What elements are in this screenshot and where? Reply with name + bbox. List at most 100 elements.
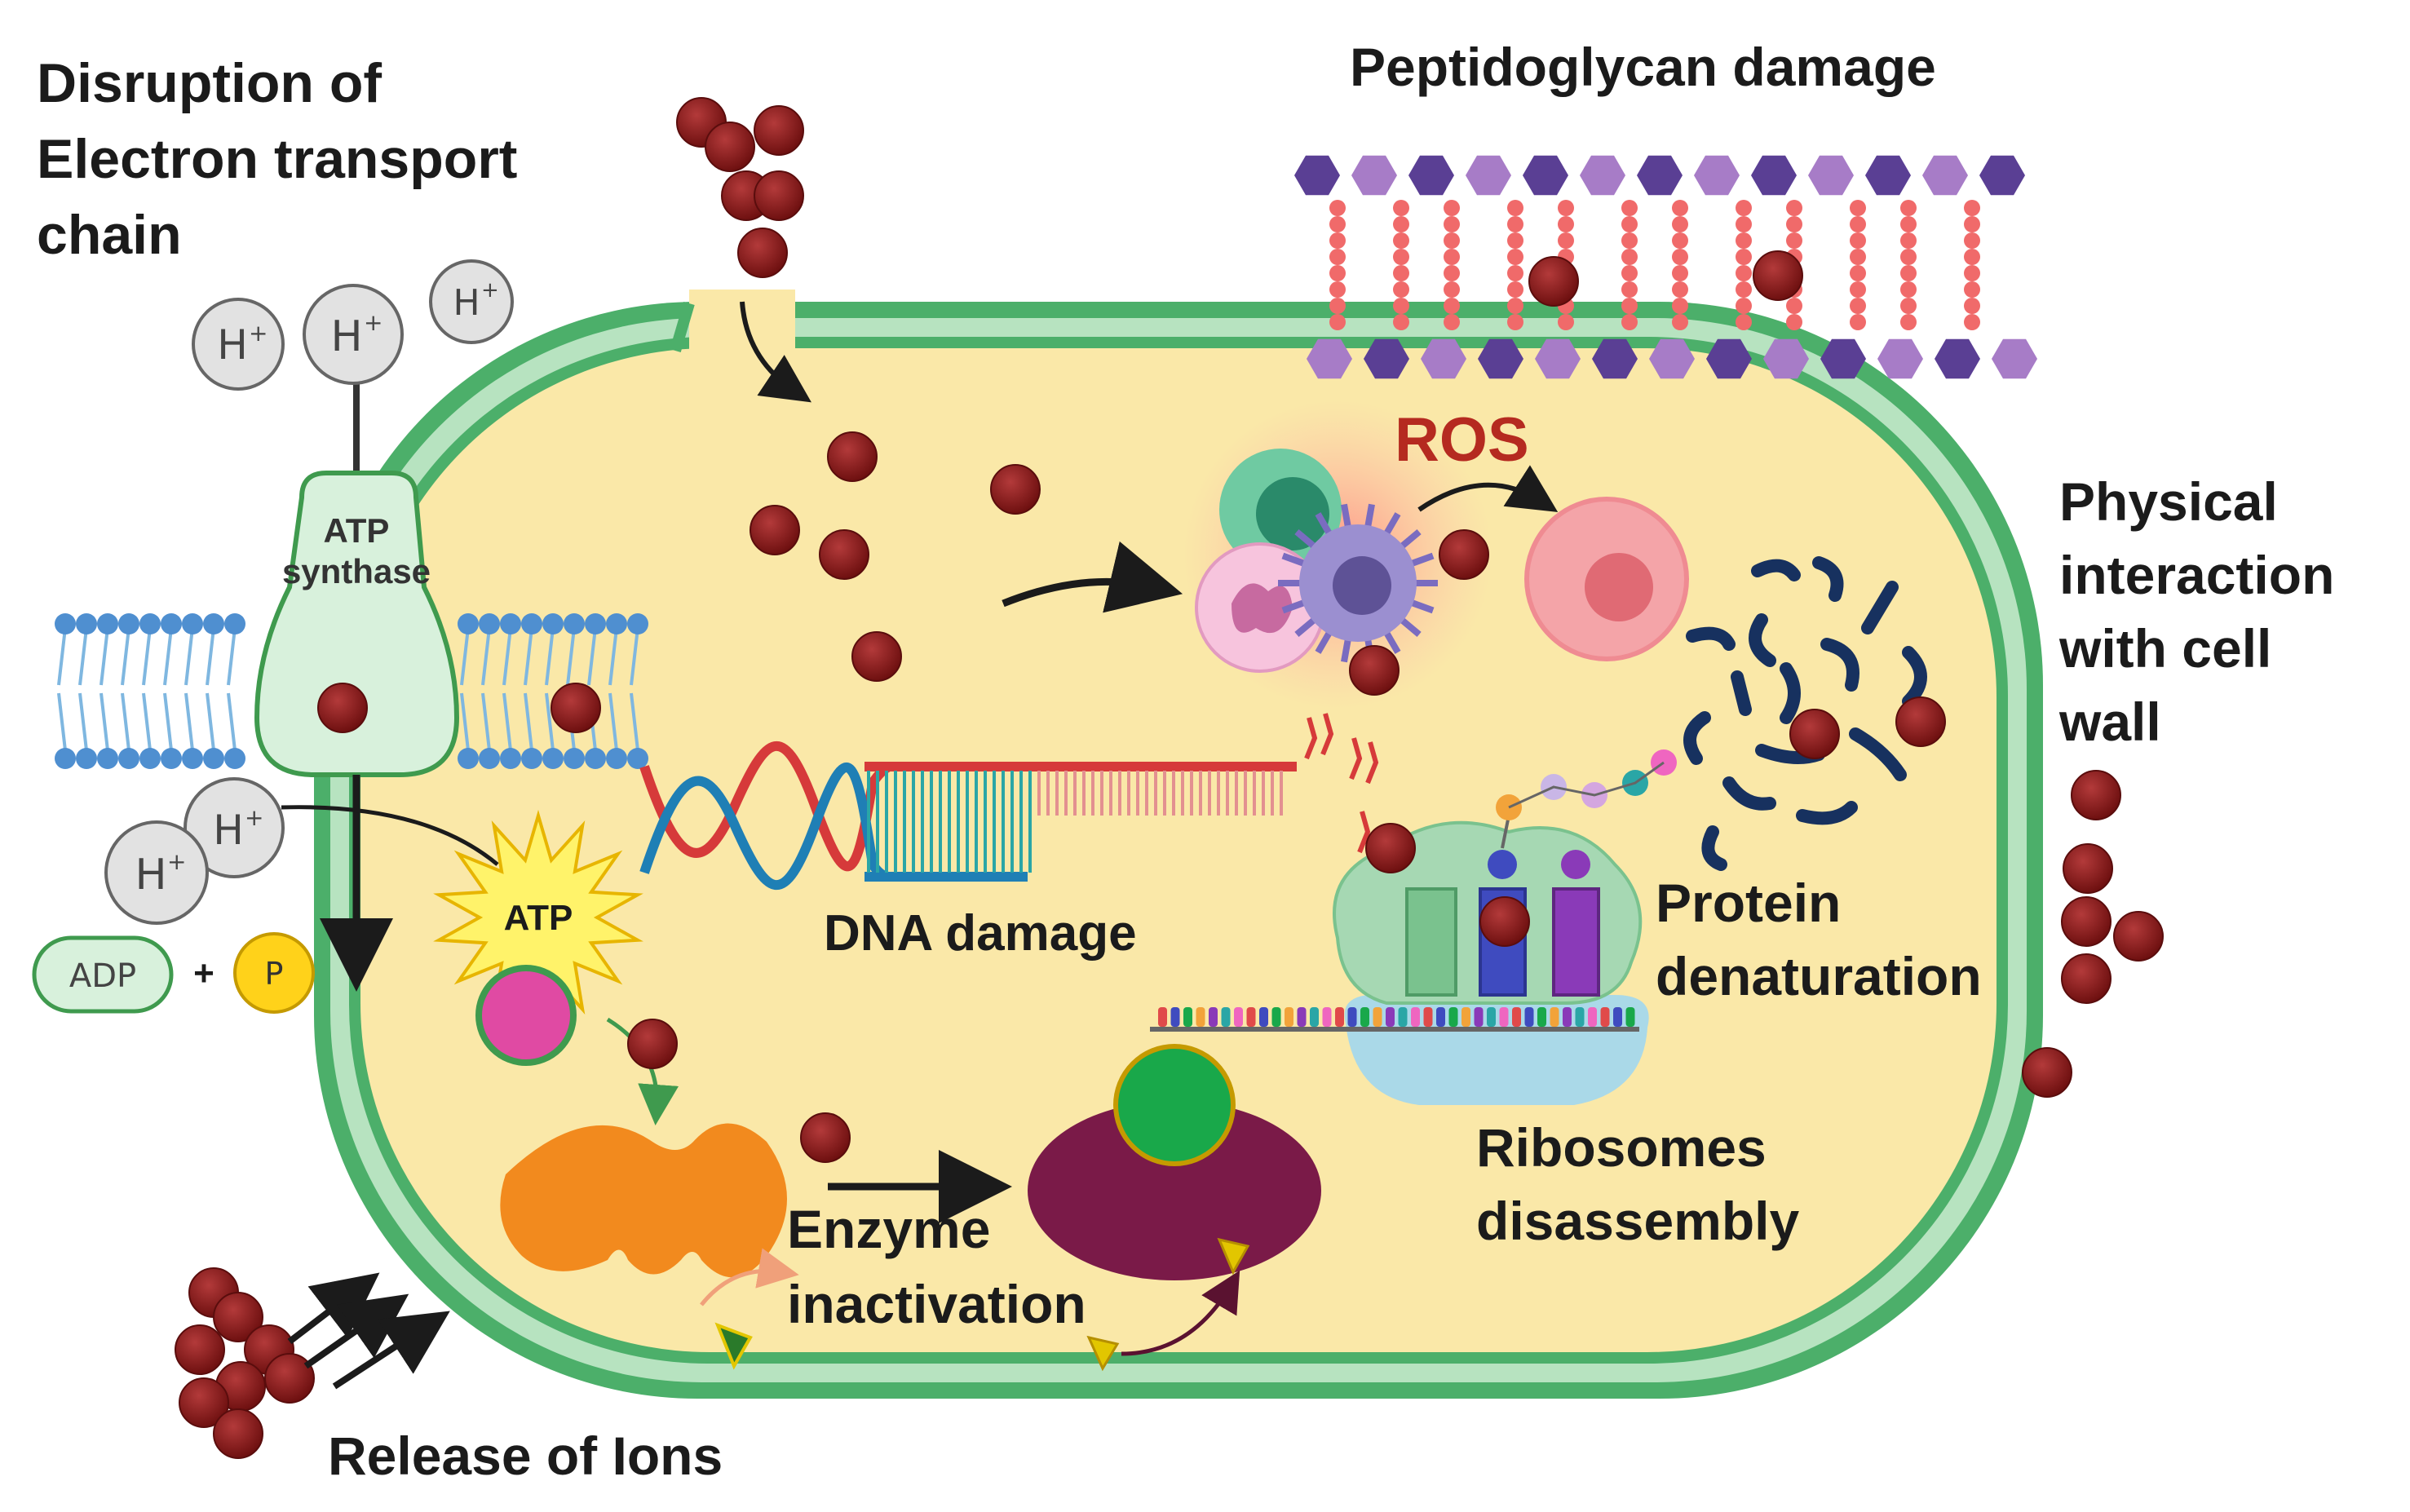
lipid-head — [521, 748, 542, 769]
lipid-tail — [524, 627, 533, 686]
lipid-tail — [587, 627, 597, 686]
spike — [1383, 630, 1401, 654]
inactive-substrate-arrow — [1121, 1270, 1240, 1356]
peptide-link — [1393, 281, 1409, 298]
ribosome-small-subunit — [1344, 994, 1649, 1105]
peptidoglycan-mesh — [1294, 155, 2037, 379]
peptide-link — [1850, 298, 1866, 314]
inactive-enzyme-body — [1028, 1101, 1321, 1280]
peptide-link — [1558, 232, 1574, 249]
peptide-link — [1672, 281, 1688, 298]
peptide-link — [1393, 232, 1409, 249]
lipid-head — [55, 748, 76, 769]
nanoparticle — [750, 505, 800, 555]
peptidoglycan-sugar — [1877, 338, 1923, 379]
nanoparticle — [179, 1377, 229, 1428]
denatured-protein-fragments — [1683, 556, 1927, 871]
peptide-link — [1900, 314, 1917, 330]
lipid-tail — [545, 692, 555, 751]
spike — [1315, 630, 1333, 654]
spike — [1341, 639, 1351, 663]
peptide-link — [1786, 298, 1802, 314]
lipid-tail — [608, 627, 618, 686]
ribosome-label-line-1: Ribosomes — [1476, 1117, 1767, 1178]
lipid-tail — [78, 692, 88, 751]
nanoparticle — [990, 464, 1041, 515]
physical-label-line-2: interaction — [2059, 545, 2334, 605]
peptide-link — [1621, 314, 1638, 330]
peptide-link — [1850, 314, 1866, 330]
codon — [1259, 1007, 1268, 1027]
peptide-link — [1621, 265, 1638, 281]
phosphate-label: P — [265, 956, 284, 992]
peptide-link — [1672, 200, 1688, 216]
phosphate-circle — [233, 932, 315, 1014]
peptide-link — [1900, 298, 1917, 314]
nanoparticle — [754, 170, 804, 221]
codon — [1487, 1007, 1496, 1027]
active-enzyme — [500, 1123, 1012, 1370]
peptide-link — [1900, 200, 1917, 216]
etc-label-line-1: Disruption of — [37, 52, 382, 114]
codon — [1411, 1007, 1420, 1027]
peptidoglycan-sugar — [1478, 338, 1523, 379]
peptide-link — [1900, 232, 1917, 249]
proton-4: H + — [184, 777, 285, 878]
lipid-tail — [57, 692, 67, 751]
peptide-link — [1507, 265, 1523, 281]
codon — [1563, 1007, 1572, 1027]
proton-4-symbol: H — [213, 807, 244, 854]
lipid-tail — [121, 692, 130, 751]
lipid-head — [224, 748, 245, 769]
dna-strand: DNA damage — [639, 713, 1379, 962]
ros-pink-nucleus — [1232, 583, 1293, 634]
inactive-substrate-small — [1086, 1335, 1120, 1372]
peptide-link — [1964, 265, 1980, 281]
nanoparticle — [2061, 896, 2112, 947]
peptide-link — [1329, 232, 1346, 249]
spike — [1383, 512, 1401, 536]
codon — [1625, 1007, 1635, 1027]
peptide-link — [1964, 298, 1980, 314]
dna-helix-blue — [639, 763, 890, 890]
spike — [1410, 599, 1435, 614]
ros-label: ROS — [1395, 405, 1529, 475]
enzyme-body — [500, 1123, 787, 1278]
spike — [1281, 552, 1306, 567]
peptide-link — [1850, 216, 1866, 232]
peptidoglycan-label: Peptidoglycan damage — [1350, 37, 1936, 97]
peptide-link — [1507, 216, 1523, 232]
peptide-link — [1736, 314, 1752, 330]
nanoparticle — [1349, 645, 1400, 696]
codon — [1285, 1007, 1293, 1027]
peptide-link — [1507, 298, 1523, 314]
proton-1-charge: + — [249, 320, 268, 347]
peptide-link — [1621, 200, 1638, 216]
lipid-head — [458, 613, 479, 634]
peptide-link — [1672, 232, 1688, 249]
spike — [1410, 552, 1435, 567]
peptidoglycan-sugar — [1466, 155, 1511, 196]
peptidoglycan-sugar — [1808, 155, 1854, 196]
nanoparticle — [705, 122, 755, 172]
nanoparticle — [264, 1353, 315, 1404]
atp-synthase-label-1: ATP — [324, 511, 390, 550]
peptide-link — [1850, 232, 1866, 249]
atp-synthase-body — [254, 471, 460, 777]
codon — [1386, 1007, 1395, 1027]
peptide-link — [1672, 298, 1688, 314]
peptidoglycan-sugar — [1992, 338, 2037, 379]
dna-damage-label: DNA damage — [824, 905, 1137, 962]
lipid-head — [627, 613, 648, 634]
nanoparticle — [1789, 709, 1840, 759]
codon — [1448, 1007, 1458, 1027]
nanoparticles — [175, 97, 2164, 1459]
adp-pill — [32, 935, 174, 1014]
etc-label-line-3: chain — [37, 204, 182, 266]
lipid-tail — [206, 627, 215, 686]
peptide-link — [1850, 281, 1866, 298]
codon — [1550, 1007, 1559, 1027]
spike — [1294, 617, 1316, 638]
lipid-head — [118, 613, 139, 634]
